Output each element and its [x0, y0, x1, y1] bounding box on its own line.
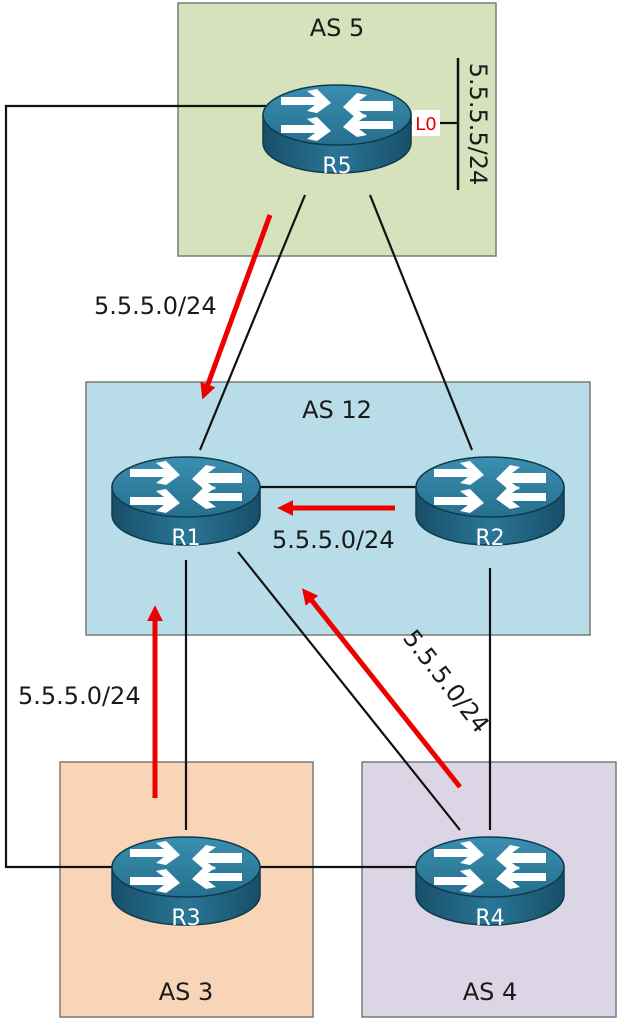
link-r5-r1 [198, 194, 307, 451]
router-r5-label: R5 [322, 154, 351, 179]
router-r4[interactable]: R4 [415, 836, 565, 931]
prefix-label-r4-r1: 5.5.5.0/24 [397, 624, 495, 738]
link-r5-r2 [368, 194, 474, 451]
router-r1-label: R1 [171, 526, 200, 551]
advertisement-arrows [146, 214, 462, 798]
arrow-r4-to-r1 [302, 588, 462, 789]
prefix-label-r3-r1: 5.5.5.0/24 [18, 682, 141, 710]
as12-label: AS 12 [302, 396, 372, 424]
router-r4-label: R4 [475, 906, 504, 931]
prefix-label-r2-r1: 5.5.5.0/24 [272, 526, 395, 554]
router-r1[interactable]: R1 [111, 456, 261, 551]
as3-label: AS 3 [159, 978, 214, 1006]
as5-label: AS 5 [310, 14, 365, 42]
loopback-label-bg [412, 110, 440, 136]
as4-label: AS 4 [463, 978, 518, 1006]
loopback-interface: L0 [415, 114, 436, 135]
router-r2[interactable]: R2 [415, 456, 565, 551]
router-r3[interactable]: R3 [111, 836, 261, 931]
router-r5[interactable]: R5 [262, 84, 412, 179]
links [4, 58, 492, 869]
link-r1-r4 [237, 551, 461, 831]
loopback-prefix: 5.5.5.5/24 [464, 63, 492, 186]
prefix-label-r5-r1: 5.5.5.0/24 [94, 292, 217, 320]
router-r2-label: R2 [475, 526, 504, 551]
arrow-r5-to-r1 [200, 214, 273, 400]
router-r3-label: R3 [171, 906, 200, 931]
link-r5-r3 [4, 104, 268, 869]
